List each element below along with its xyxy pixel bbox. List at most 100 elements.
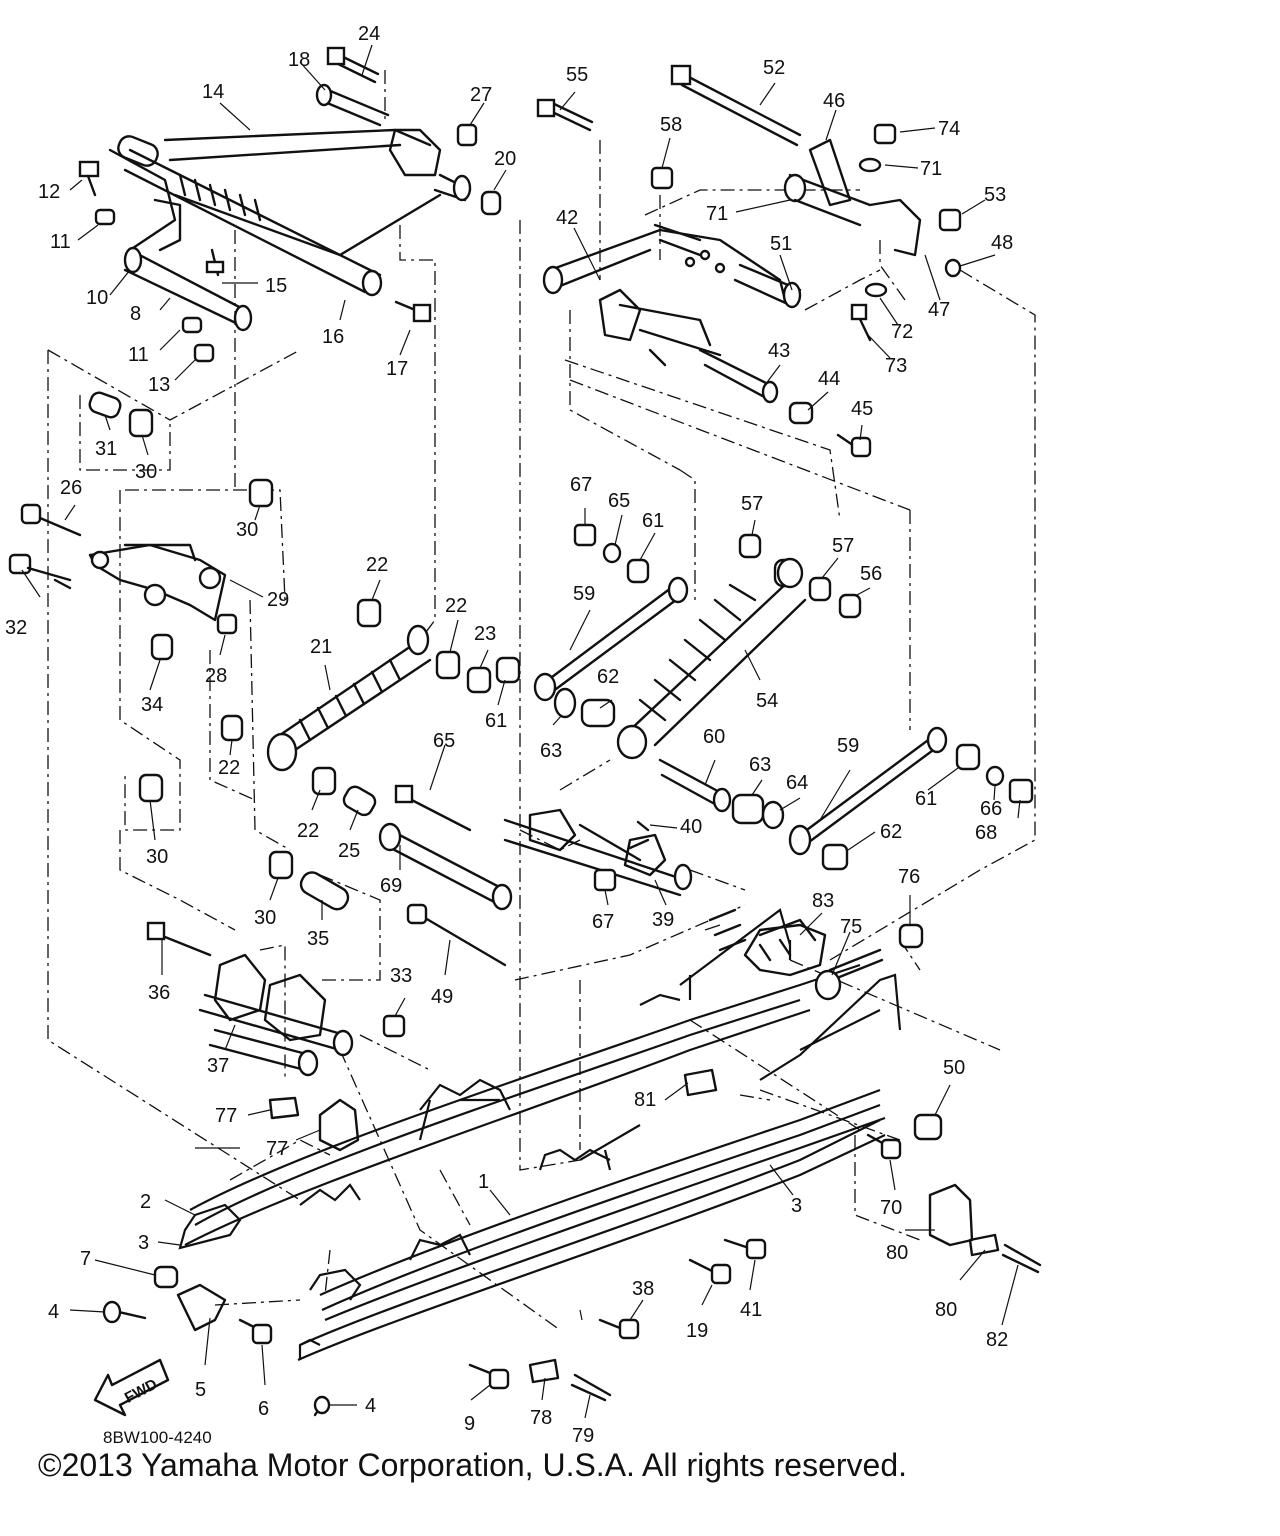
rear-rods [533,576,1034,871]
callout-label: 11 [50,231,71,253]
part-callouts: 1 2 3 3 4 4 5 6 7 8 9 10 11 11 12 13 14 … [5,23,1013,1447]
callout-label: 62 [597,666,619,688]
callout-label: 30 [254,907,276,929]
callout-label: 30 [236,519,258,541]
center-bushings [146,598,521,1038]
callout-label: 77 [215,1105,237,1127]
callout-label: 52 [763,57,785,79]
callout-label: 80 [886,1242,908,1264]
callout-label: 30 [146,846,168,868]
callout-label: 22 [297,820,319,842]
copyright-notice: ©2013 Yamaha Motor Corporation, U.S.A. A… [38,1447,908,1483]
callout-label: 30 [135,461,157,483]
callout-label: 7 [80,1248,91,1270]
callout-label: 59 [573,583,595,605]
callout-label: 8 [130,303,141,325]
rail-bracket-37 [198,953,354,1077]
callout-label: 71 [920,158,942,180]
callout-label: 63 [540,740,562,762]
callout-label: 33 [390,965,412,987]
callout-label: 66 [980,798,1002,820]
axle-39 [503,808,693,897]
callout-label: 6 [258,1398,269,1420]
fwd-label: FWD [122,1376,160,1407]
rear-top-hardware [536,64,962,619]
callout-label: 48 [991,232,1013,254]
callout-label: 65 [433,730,455,752]
callout-label: 61 [485,710,507,732]
front-hardware [8,123,502,803]
rear-shock-54 [616,557,807,760]
callout-label: 61 [642,510,664,532]
callout-label: 22 [366,554,388,576]
callout-label: 67 [592,911,614,933]
callout-label: 72 [891,321,913,343]
callout-label: 41 [740,1299,762,1321]
callout-label: 39 [652,909,674,931]
callout-label: 4 [48,1301,59,1323]
callout-label: 47 [928,299,950,321]
callout-label: 36 [148,982,170,1004]
callout-label: 57 [741,493,763,515]
callout-label: 28 [205,665,227,687]
callout-label: 37 [207,1055,229,1077]
callout-label: 64 [786,772,808,794]
callout-label: 38 [632,1278,654,1300]
callout-label: 42 [556,207,578,229]
leader-lines [21,44,1021,1419]
callout-label: 26 [60,477,82,499]
callout-label: 75 [840,916,862,938]
callout-label: 23 [474,623,496,645]
callout-label: 83 [812,890,834,912]
callout-label: 15 [265,275,287,297]
slide-rails [178,908,902,1362]
callout-label: 17 [386,358,408,380]
skid-hardware [102,923,1042,1417]
rear-arm-assembly-42 [542,223,802,404]
callout-label: 10 [86,287,108,309]
callout-label: 34 [141,694,163,716]
callout-label: 70 [880,1197,902,1219]
callout-label: 2 [140,1191,151,1213]
callout-label: 46 [823,90,845,112]
callout-label: 58 [660,114,682,136]
callout-label: 14 [202,81,224,103]
callout-label: 31 [95,438,117,460]
callout-label: 49 [431,986,453,1008]
callout-label: 78 [530,1407,552,1429]
callout-label: 13 [148,374,170,396]
callout-label: 40 [680,816,702,838]
callout-label: 55 [566,64,588,86]
callout-label: 74 [938,118,960,140]
callout-label: 77 [266,1138,288,1160]
callout-label: 35 [307,928,329,950]
callout-label: 3 [138,1232,149,1254]
callout-label: 54 [756,690,778,712]
callout-label: 68 [975,822,997,844]
callout-label: 67 [570,474,592,496]
callout-label: 71 [706,203,728,225]
callout-label: 82 [986,1329,1008,1351]
callout-label: 4 [365,1395,376,1417]
callout-label: 32 [5,617,27,639]
callout-label: 24 [358,23,380,45]
callout-label: 25 [338,840,360,862]
callout-label: 80 [935,1299,957,1321]
callout-label: 57 [832,535,854,557]
callout-label: 73 [885,355,907,377]
callout-label: 43 [768,340,790,362]
callout-label: 50 [943,1057,965,1079]
rear-brackets [708,908,827,977]
callout-label: 45 [851,398,873,420]
callout-label: 59 [837,735,859,757]
callout-label: 76 [898,866,920,888]
callout-label: 27 [470,84,492,106]
front-arm-assembly [108,46,472,332]
callout-label: 53 [984,184,1006,206]
callout-label: 79 [572,1425,594,1447]
callout-label: 9 [464,1413,475,1435]
callout-label: 60 [703,726,725,748]
callout-label: 20 [494,148,516,170]
callout-label: 65 [608,490,630,512]
